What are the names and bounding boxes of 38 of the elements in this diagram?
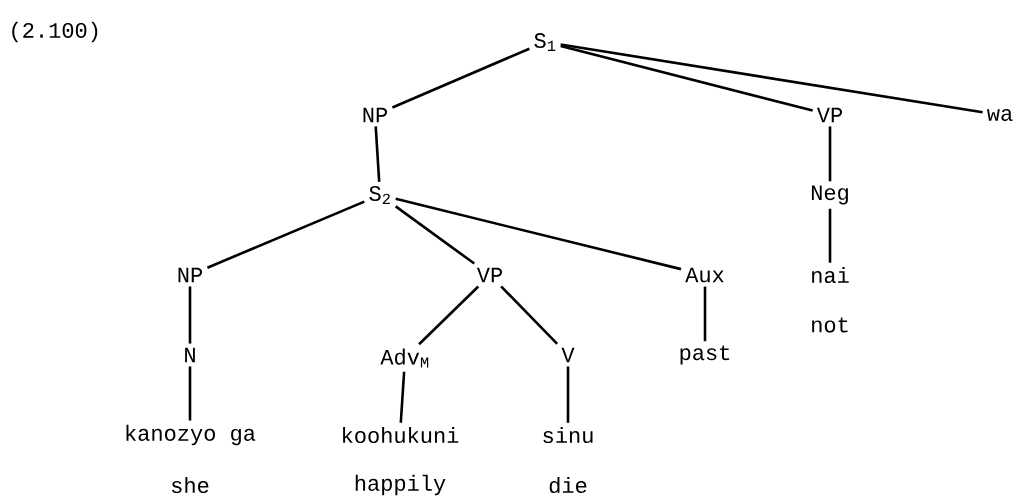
- tree-branch: [395, 197, 682, 271]
- tree-branch: [374, 126, 381, 182]
- tree-branch: [394, 205, 476, 265]
- gloss-text: happily: [355, 474, 446, 496]
- tree-label: wa: [987, 108, 1013, 122]
- tree-label: S$_{2}$: [369, 186, 390, 204]
- tree-label: V: [561, 347, 575, 363]
- tree-branch: [703, 286, 707, 342]
- gloss-text: she: [172, 476, 209, 494]
- tree-label: nai: [812, 266, 849, 284]
- tree-branch: [566, 366, 570, 423]
- tree-branch: [418, 285, 480, 346]
- tree-branch: [391, 47, 530, 109]
- tree-branch: [560, 43, 983, 114]
- tree-label: VP: [476, 267, 503, 283]
- tree-label: koohukuni: [343, 426, 459, 444]
- tree-label: Aux: [685, 267, 724, 283]
- tree-label: NP: [363, 107, 388, 123]
- tree-label: NP: [178, 267, 203, 283]
- tree-branch: [828, 208, 832, 263]
- tree-label: Adv$_{M}$: [380, 348, 429, 368]
- gloss-text: not: [812, 317, 848, 333]
- gloss-text: die: [549, 476, 587, 494]
- example-number: (2.100): [12, 21, 98, 43]
- tree-branch: [188, 286, 192, 344]
- tree-label: past: [680, 345, 730, 365]
- tree-label: N: [185, 347, 195, 363]
- tree-label: VP: [816, 107, 843, 123]
- tree-label: kanozyo ga: [126, 424, 256, 446]
- tree-label: Neg: [811, 185, 848, 205]
- tree-branch: [206, 200, 365, 269]
- tree-branch: [560, 44, 813, 112]
- tree-branch: [399, 371, 406, 423]
- tree-branch: [188, 366, 192, 421]
- tree-branch: [500, 285, 559, 345]
- tree-label: S$_{1}$: [534, 33, 556, 51]
- tree-label: sinu: [543, 426, 593, 444]
- tree-branch: [828, 126, 832, 182]
